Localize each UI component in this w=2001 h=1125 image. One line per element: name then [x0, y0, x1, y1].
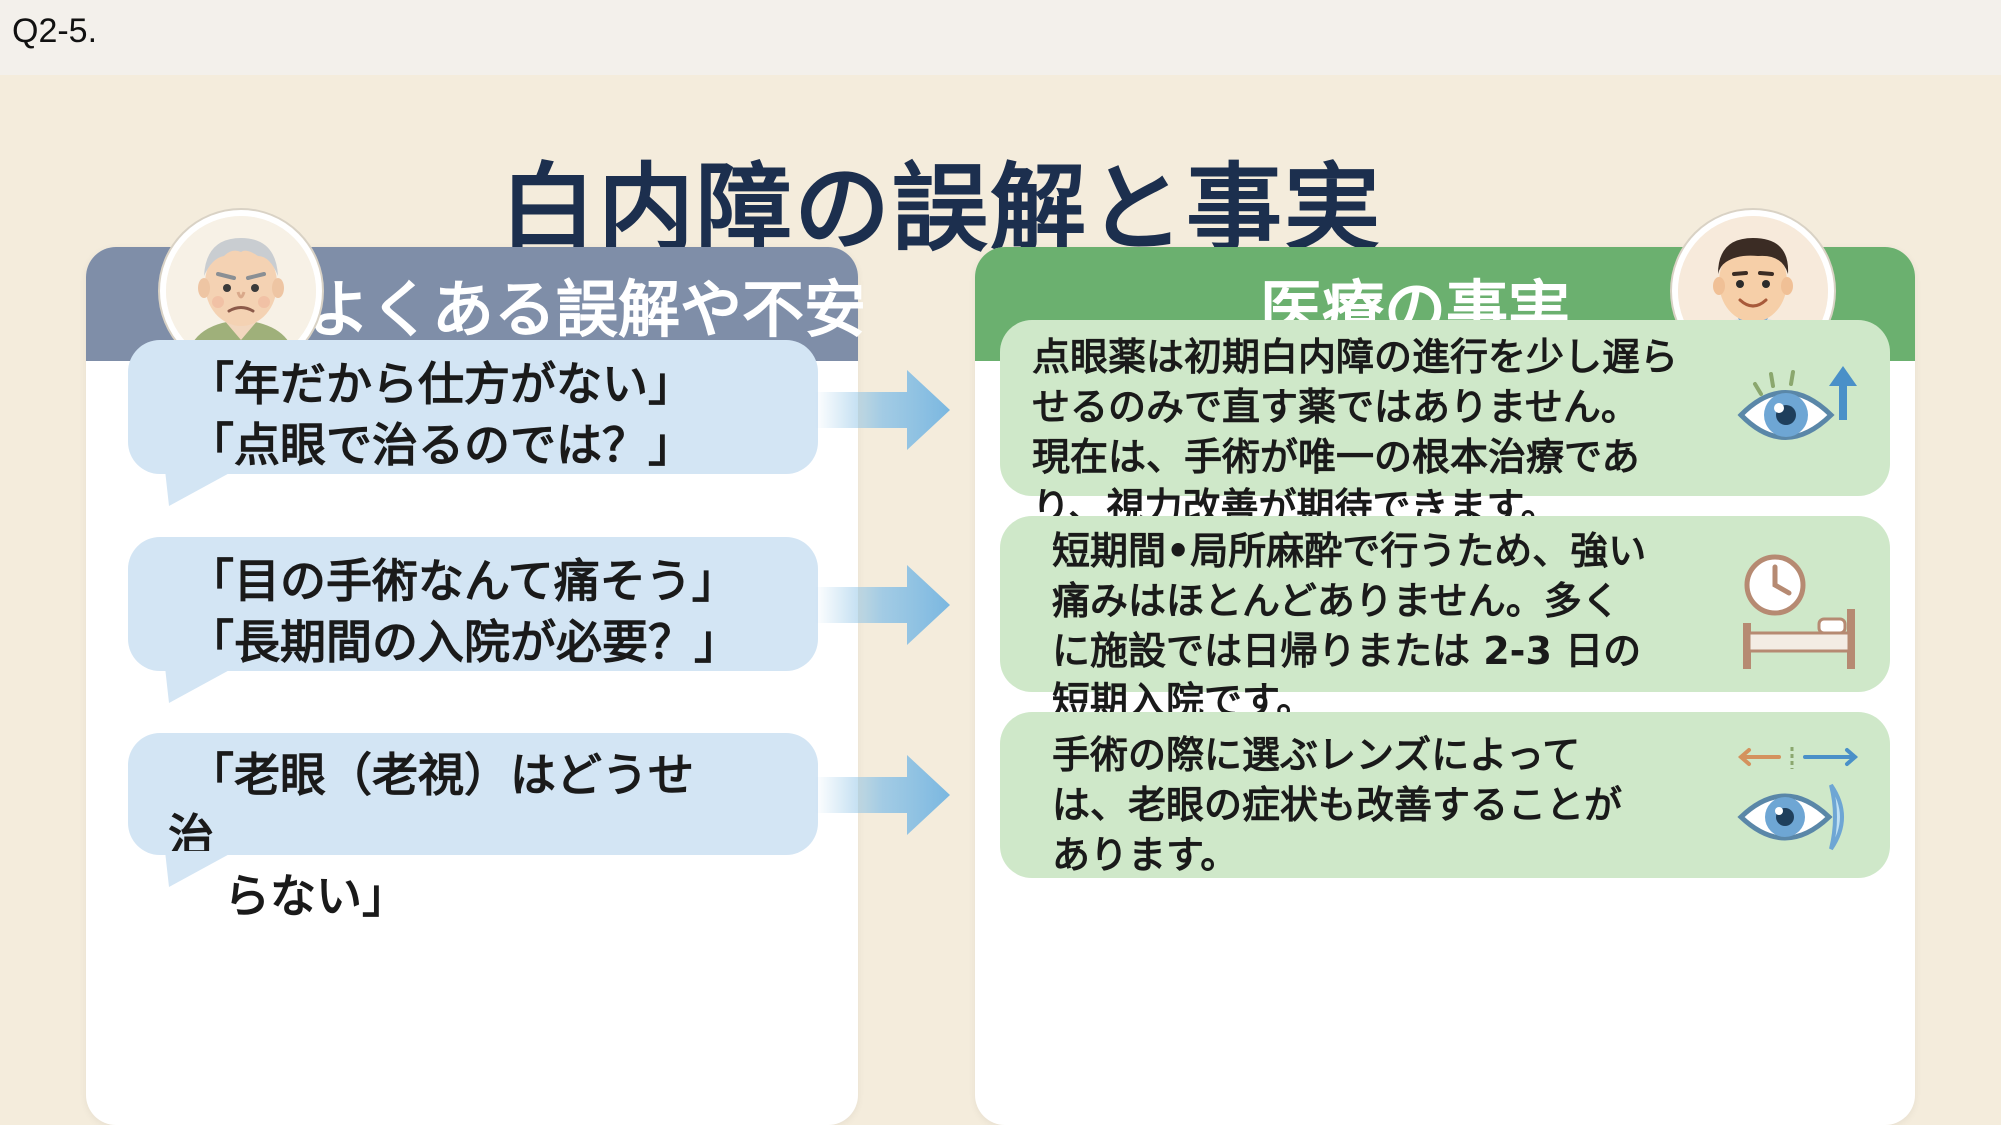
page-title: 白内障の誤解と事実 — [500, 153, 1382, 265]
fact-3-line-2: は、老眼の症状も改善することが — [1052, 783, 1623, 828]
bubble-3-tail — [165, 851, 235, 887]
misconception-bubble-3: 「老眼（老視）はどうせ 治 らない」 — [128, 733, 818, 923]
fact-box-2: 短期間•局所麻酔で行うため、強い 痛みはほとんどありません。多く に施設では日帰… — [1000, 516, 1890, 723]
bubble-2-line-2: 「長期間の入院が必要？」 — [188, 614, 740, 669]
bubble-3-line-1: 「老眼（老視）はどうせ — [188, 748, 694, 802]
bubble-1-line-2: 「点眼で治るのでは？」 — [188, 417, 694, 472]
fact-box-3: 手術の際に選ぶレンズによって は、老眼の症状も改善することが あります。 — [1000, 712, 1890, 878]
bubble-1-line-1: 「年だから仕方がない」 — [188, 357, 694, 411]
clock-bed-icon — [1743, 554, 1855, 669]
bubble-1-tail — [165, 470, 235, 506]
fact-2-line-2: 痛みはほとんどありません。多く — [1052, 579, 1620, 624]
bubble-2-line-1: 「目の手術なんて痛そう」 — [188, 554, 738, 608]
slide-label: Q2-5. — [12, 12, 98, 50]
misconception-bubble-2: 「目の手術なんて痛そう」 「長期間の入院が必要？」 — [128, 537, 818, 671]
misconception-bubble-1: 「年だから仕方がない」 「点眼で治るのでは？」 — [128, 340, 818, 474]
fact-1-line-1: 点眼薬は初期白内障の進行を少し遅ら — [1032, 335, 1679, 379]
eye-improve-icon — [1737, 366, 1857, 440]
fact-2-line-1: 短期間•局所麻酔で行うため、強い — [1052, 529, 1647, 573]
fact-1-line-3: 現在は、手術が唯一の根本治療であ — [1032, 435, 1640, 480]
arrow-right-icon — [815, 755, 950, 835]
bubble-3-line-3: らない」 — [178, 869, 408, 924]
eye-lens-icon — [1737, 747, 1859, 851]
bubble-2-tail — [165, 667, 235, 703]
fact-3-line-1: 手術の際に選ぶレンズによって — [1052, 733, 1581, 777]
slide: 白内障の誤解と事実 よくある誤解や不安 医療の事実 — [0, 75, 2001, 1125]
bubble-3-line-2: 治 — [168, 808, 214, 863]
fact-2-line-3: に施設では日帰りまたは 2-3 日の — [1052, 629, 1642, 674]
fact-3-line-3: あります。 — [1052, 833, 1239, 878]
arrow-right-icon — [815, 370, 950, 450]
fact-1-line-2: せるのみで直す薬ではありません。 — [1032, 385, 1639, 430]
arrow-right-icon — [815, 565, 950, 645]
